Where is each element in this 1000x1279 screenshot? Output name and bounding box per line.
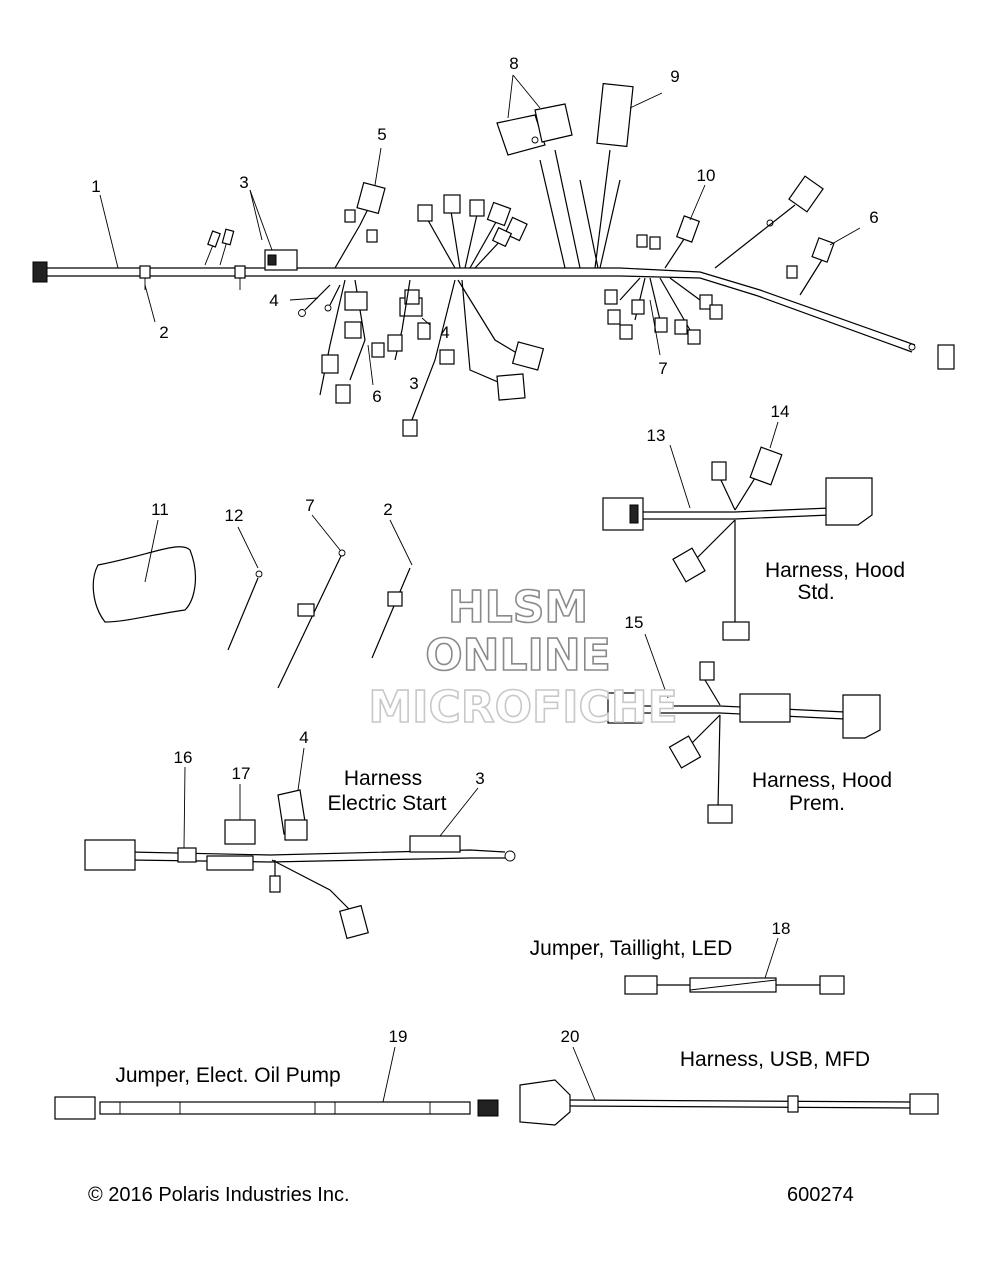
callout-2-clip: 2 xyxy=(383,500,392,519)
callout-11: 11 xyxy=(151,500,169,519)
callout-6-left: 6 xyxy=(372,387,381,406)
callout-2: 2 xyxy=(159,323,168,342)
caption-hood-prem-line2: Prem. xyxy=(789,792,845,815)
callout-15: 15 xyxy=(625,613,644,632)
harness-electric-start xyxy=(84,747,516,940)
caption-taillight: Jumper, Taillight, LED xyxy=(530,937,733,960)
caption-hood-std-line1: Harness, Hood xyxy=(765,559,905,582)
jumper-taillight-led xyxy=(624,937,845,995)
callout-4-start: 4 xyxy=(299,728,308,747)
harness-hood-prem xyxy=(607,633,881,824)
watermark: HLSM ONLINE MICROFICHE xyxy=(368,581,679,734)
callout-3-center: 3 xyxy=(409,374,418,393)
watermark-line2: ONLINE xyxy=(425,630,611,681)
diagram-number: 600274 xyxy=(787,1184,854,1206)
caption-hood-prem-line1: Harness, Hood xyxy=(752,769,892,792)
caption-usb: Harness, USB, MFD xyxy=(680,1048,870,1071)
harness-usb-mfd xyxy=(519,1046,939,1126)
callout-7-right: 7 xyxy=(658,359,667,378)
callout-6-right: 6 xyxy=(869,208,878,227)
callout-5: 5 xyxy=(377,125,386,144)
callout-4-left: 4 xyxy=(269,291,278,310)
watermark-line1: HLSM xyxy=(448,582,588,633)
callout-14: 14 xyxy=(771,402,790,421)
callout-18: 18 xyxy=(772,919,791,938)
callout-7-tie: 7 xyxy=(305,496,314,515)
main-harness xyxy=(32,82,955,437)
callout-8: 8 xyxy=(509,54,518,73)
callout-9: 9 xyxy=(670,67,679,86)
callout-16: 16 xyxy=(174,748,193,767)
captions: Harness, Hood Std. Harness, Hood Prem. H… xyxy=(115,559,905,1087)
watermark-line3: MICROFICHE xyxy=(368,682,677,733)
callout-10: 10 xyxy=(697,166,716,185)
callout-3-start: 3 xyxy=(475,769,484,788)
copyright: © 2016 Polaris Industries Inc. xyxy=(88,1184,350,1206)
footer: © 2016 Polaris Industries Inc. 600274 xyxy=(88,1184,854,1206)
caption-electric-start-line1: Harness xyxy=(344,767,422,790)
callout-leaders xyxy=(99,74,861,386)
callout-12: 12 xyxy=(225,506,244,525)
callout-labels: 1 2 3 5 8 9 10 6 4 4 3 6 7 14 13 11 12 7… xyxy=(91,54,878,1046)
caption-oil-pump: Jumper, Elect. Oil Pump xyxy=(115,1064,340,1087)
callout-1: 1 xyxy=(91,177,100,196)
callout-20: 20 xyxy=(561,1027,580,1046)
callout-3: 3 xyxy=(239,173,248,192)
caption-electric-start-line2: Electric Start xyxy=(327,792,446,815)
small-parts xyxy=(92,514,413,689)
jumper-oil-pump xyxy=(54,1046,499,1120)
callout-19: 19 xyxy=(389,1027,408,1046)
callout-4-center: 4 xyxy=(440,323,449,342)
callout-17: 17 xyxy=(232,764,251,783)
callout-13: 13 xyxy=(647,426,666,445)
harness-hood-std xyxy=(602,421,873,641)
caption-hood-std-line2: Std. xyxy=(797,581,834,604)
